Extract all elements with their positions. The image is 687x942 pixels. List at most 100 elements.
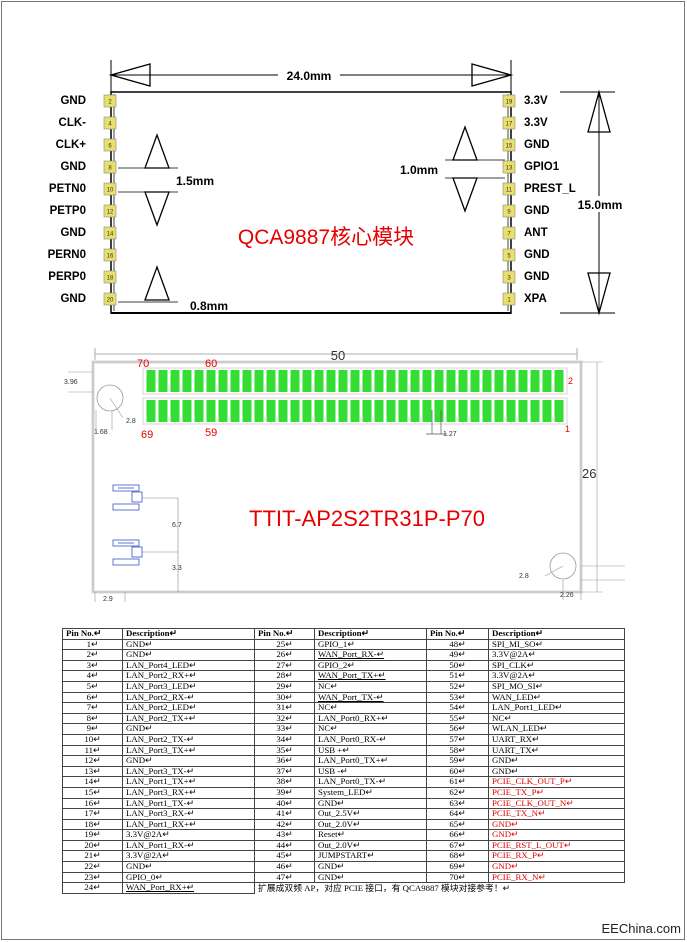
pin-description-cell: LAN_Port2_TX+↵ [122, 712, 255, 725]
pad [518, 370, 528, 392]
pad [502, 138, 516, 152]
pin-number-cell: 16↵ [62, 797, 123, 810]
table-row: 13↵LAN_Port3_TX-↵37↵USB -↵60↵GND↵ [62, 765, 625, 778]
board-outline [92, 361, 582, 593]
pad [103, 182, 117, 196]
pad [338, 370, 348, 392]
pin-description-cell: LAN_Port1_TX-↵ [122, 797, 255, 810]
pin-description-cell: PCIE_RX_N↵ [488, 871, 625, 884]
pad-number: 4 [108, 122, 112, 128]
pad [103, 270, 117, 284]
pad [314, 370, 324, 392]
pad-number: 6 [108, 144, 112, 150]
pin-description-cell: LAN_Port0_RX+↵ [314, 712, 427, 725]
pad [458, 400, 468, 422]
pad [422, 370, 432, 392]
pad-row-top [146, 370, 564, 392]
pin-description-cell: PCIE_RX_P↵ [488, 850, 625, 863]
pad [290, 400, 300, 422]
pin-description-cell: WAN_Port_RX+↵ [122, 882, 255, 894]
pin-description-cell: USB +↵ [314, 744, 427, 757]
pin-number-cell: 12↵ [62, 755, 123, 767]
pad [146, 370, 156, 392]
dim-bottom-right: 2.26 [560, 592, 574, 599]
pin-name-label: GND [524, 139, 550, 151]
pin-description-cell: LAN_Port3_RX+↵ [122, 786, 255, 799]
pad [470, 370, 480, 392]
pin-name-label: CLK- [58, 117, 86, 129]
pin-number-cell: 11↵ [62, 744, 123, 757]
pin-name-label: PREST_L [524, 183, 576, 195]
pad [374, 370, 384, 392]
pad [230, 400, 240, 422]
pin-description-cell: GND↵ [488, 765, 625, 778]
watermark: EEChina.com [601, 921, 681, 936]
pad [502, 204, 516, 218]
pin-number-cell: 57↵ [426, 733, 489, 746]
pin-description-cell: LAN_Port2_TX-↵ [122, 733, 255, 746]
table-row: 16↵LAN_Port1_TX-↵40↵GND↵63↵PCIE_CLK_OUT_… [62, 797, 625, 810]
pad-number: 13 [506, 166, 513, 172]
table-row: 19↵3.3V@2A↵43↵Reset↵66↵GND↵ [62, 829, 625, 841]
pad [482, 370, 492, 392]
pad [446, 400, 456, 422]
pin-number-cell: 29↵ [254, 680, 315, 693]
pin-description-cell: Out_2.5V↵ [314, 808, 427, 820]
table-header-row: Pin No.↵ Description↵ Pin No.↵ Descripti… [62, 628, 625, 640]
pin-number-cell: 19↵ [62, 829, 123, 841]
pad [302, 370, 312, 392]
pin-description-cell: GPIO_1↵ [314, 638, 427, 651]
board-title: TTIT-AP2S2TR31P-P70 [249, 506, 485, 531]
pad [410, 400, 420, 422]
table-row: 1↵GND↵25↵GPIO_1↵48↵SPI_MI_SO↵ [62, 638, 625, 651]
pad [182, 400, 192, 422]
pin-description-cell: LAN_Port1_RX+↵ [122, 818, 255, 831]
pin-description-cell: GND↵ [122, 755, 255, 767]
dim-hole: 2.8 [126, 418, 136, 425]
pin-number-cell: 21↵ [62, 850, 123, 863]
pin-description-cell: LAN_Port2_RX-↵ [122, 691, 255, 704]
pad [326, 370, 336, 392]
pad-number: 5 [507, 254, 511, 260]
pin-number-cell: 24↵ [62, 882, 123, 894]
pad [326, 400, 336, 422]
pin-description-cell: WAN_Port_TX-↵ [314, 691, 427, 704]
pad [278, 400, 288, 422]
pin-description-cell: LAN_Port3_LED↵ [122, 680, 255, 693]
pin-description-cell: LAN_Port2_LED↵ [122, 702, 255, 714]
pad-number: 15 [506, 144, 513, 150]
pad [518, 400, 528, 422]
pin-description-cell: GPIO_2↵ [314, 659, 427, 672]
pin-number-cell: 2↵ [62, 649, 123, 661]
pad [542, 400, 552, 422]
right-pitch-label: 1.0mm [400, 163, 438, 177]
pin-number-cell: 60↵ [426, 765, 489, 778]
pad [242, 370, 252, 392]
pin-number-cell: 26↵ [254, 649, 315, 661]
pin-description-cell: GND↵ [122, 723, 255, 735]
pad [482, 400, 492, 422]
pad [530, 400, 540, 422]
pin-name-label: PETP0 [49, 205, 86, 217]
pin-description-cell: SPI_MI_SO↵ [488, 638, 625, 651]
pin-name-label: GND [524, 271, 550, 283]
table-row: 9↵GND↵33↵NC↵56↵WLAN_LED↵ [62, 723, 625, 735]
pad [386, 400, 396, 422]
pin-description-cell: LAN_Port2_RX+↵ [122, 670, 255, 682]
pin-description-cell: System_LED↵ [314, 786, 427, 799]
pad [422, 400, 432, 422]
pin-number-cell: 25↵ [254, 638, 315, 651]
pin-name-label: GND [524, 249, 550, 261]
board-height-dim: 26 [582, 466, 596, 481]
pin-description-cell: UART_RX↵ [488, 733, 625, 746]
pad [194, 370, 204, 392]
pad [502, 292, 516, 306]
pad [103, 226, 117, 240]
pin-name-label: GND [524, 205, 550, 217]
pin-description-cell: LAN_Port3_TX-↵ [122, 765, 255, 778]
pad [502, 160, 516, 174]
pad [502, 248, 516, 262]
pad [242, 400, 252, 422]
dim-offset: 1.68 [94, 429, 108, 436]
